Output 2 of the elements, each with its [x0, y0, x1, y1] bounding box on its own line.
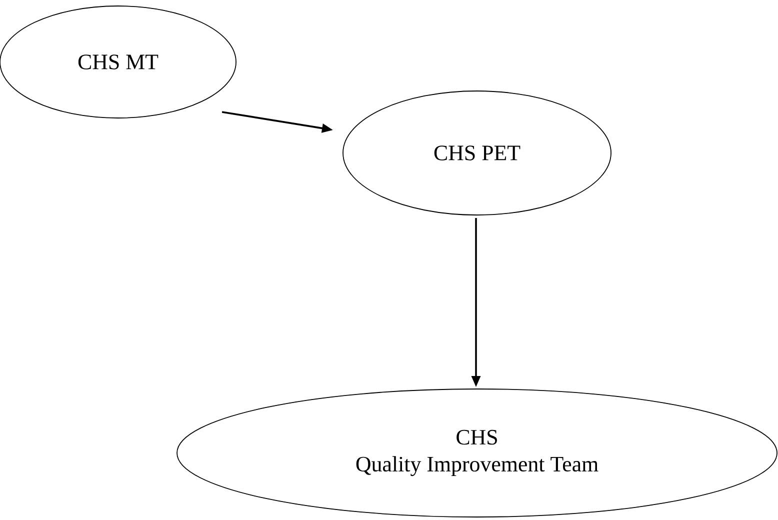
ellipse-node: CHS PET	[342, 90, 612, 216]
ellipse-node: CHS Quality Improvement Team	[176, 388, 778, 518]
